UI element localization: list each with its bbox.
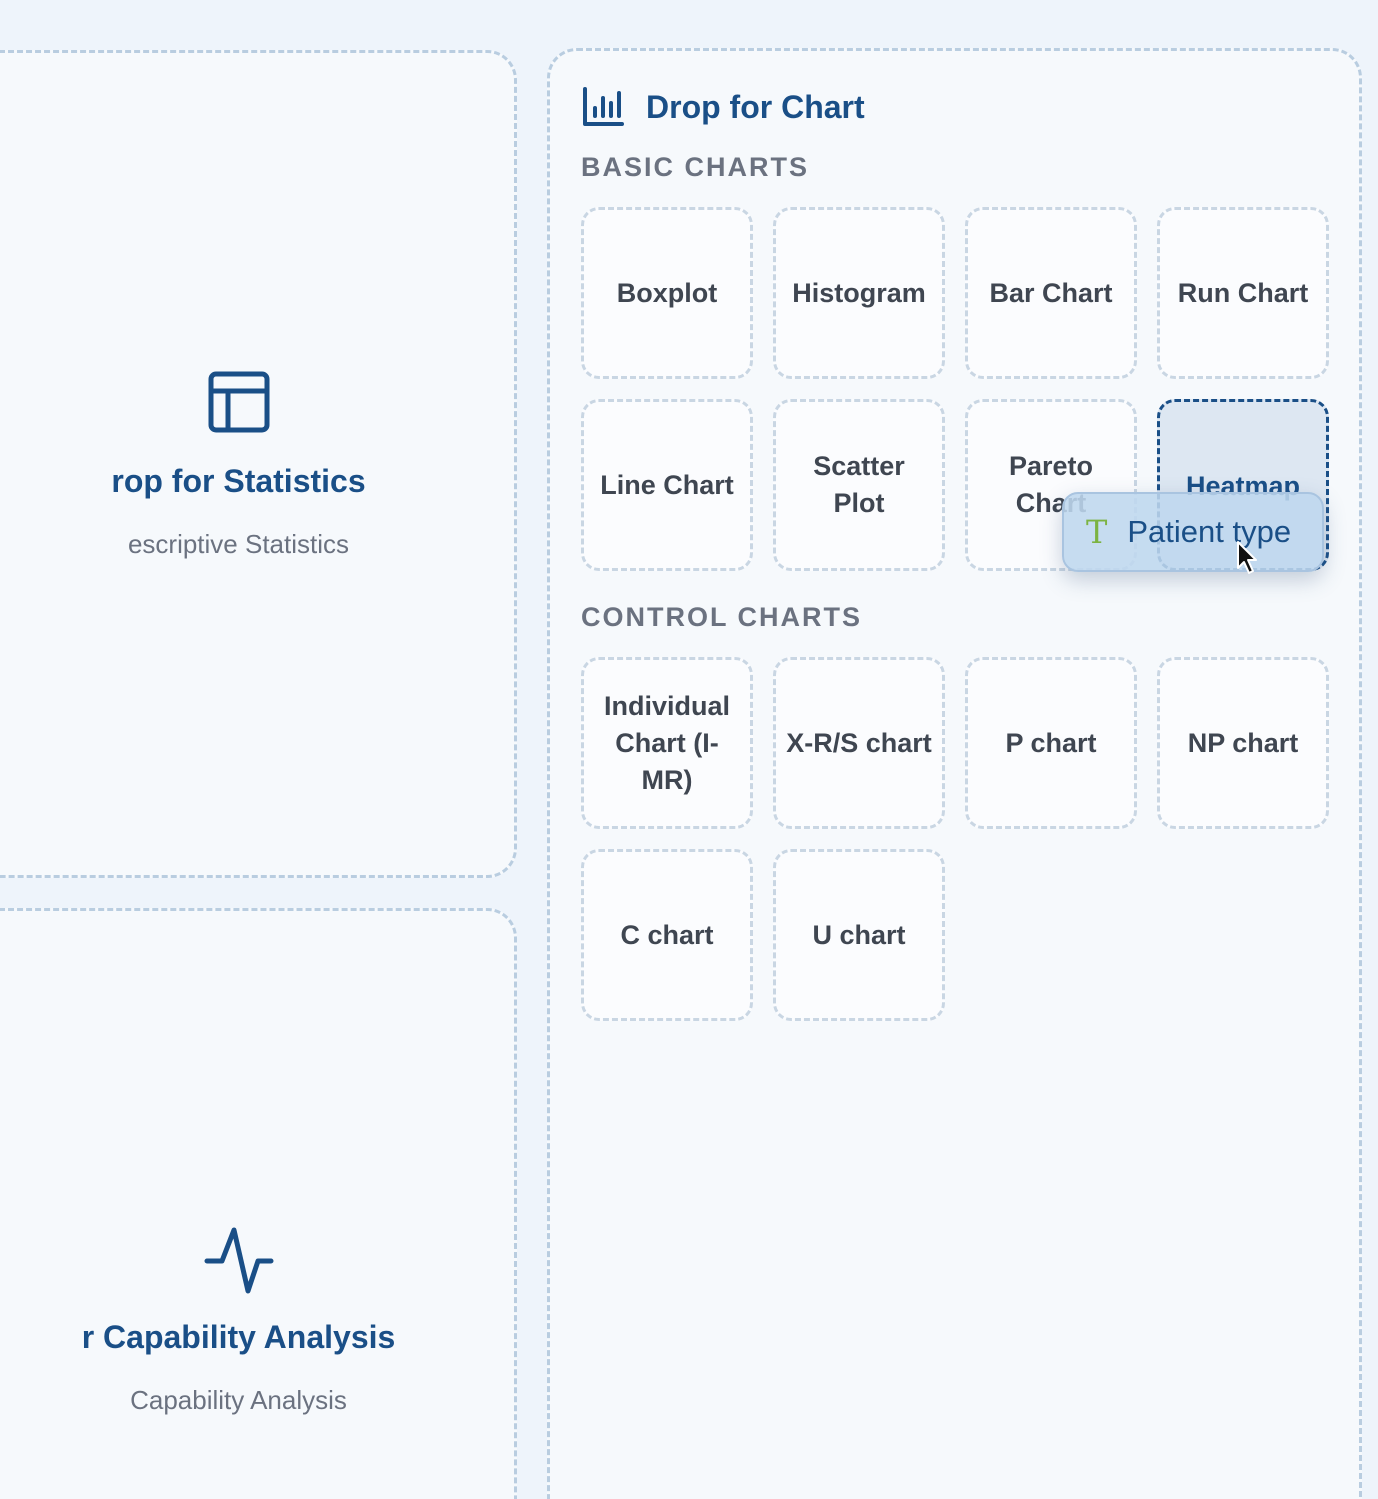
chart-tile-p-chart[interactable]: P chart bbox=[965, 657, 1137, 829]
chart-tile-c-chart[interactable]: C chart bbox=[581, 849, 753, 1021]
chart-tile-run-chart[interactable]: Run Chart bbox=[1157, 207, 1329, 379]
chart-tile-histogram[interactable]: Histogram bbox=[773, 207, 945, 379]
chart-zone-header: Drop for Chart bbox=[582, 87, 865, 127]
table-icon bbox=[208, 371, 269, 433]
chart-tile-np-chart[interactable]: NP chart bbox=[1157, 657, 1329, 829]
chart-tile-bar-chart[interactable]: Bar Chart bbox=[965, 207, 1137, 379]
chart-tile-line-chart[interactable]: Line Chart bbox=[581, 399, 753, 571]
text-type-icon: T bbox=[1086, 513, 1108, 551]
chart-drop-zone[interactable]: Drop for Chart BASIC CHARTS Boxplot Hist… bbox=[547, 48, 1362, 1499]
control-charts-label: CONTROL CHARTS bbox=[581, 602, 862, 632]
chart-tile-u-chart[interactable]: U chart bbox=[773, 849, 945, 1021]
capability-drop-zone[interactable]: r Capability Analysis Capability Analysi… bbox=[0, 908, 517, 1499]
chart-tile-boxplot[interactable]: Boxplot bbox=[581, 207, 753, 379]
control-charts-grid: Individual Chart (I-MR) X-R/S chart P ch… bbox=[581, 657, 1329, 1021]
chart-tile-individual-chart[interactable]: Individual Chart (I-MR) bbox=[581, 657, 753, 829]
capability-zone-title: r Capability Analysis bbox=[81, 1319, 396, 1355]
dragged-field-label: Patient type bbox=[1127, 514, 1292, 549]
bar-chart-icon bbox=[583, 87, 624, 126]
statistics-zone-content: rop for Statistics escriptive Statistics bbox=[0, 371, 514, 561]
dragged-field-chip[interactable]: T Patient type bbox=[1062, 492, 1324, 572]
activity-icon bbox=[204, 1227, 273, 1294]
capability-zone-subtitle: Capability Analysis bbox=[130, 1385, 347, 1415]
chart-tile-pareto-chart[interactable]: Pareto Chart bbox=[965, 399, 1137, 571]
chart-tile-scatter-plot[interactable]: Scatter Plot bbox=[773, 399, 945, 571]
chart-tile-xrs-chart[interactable]: X-R/S chart bbox=[773, 657, 945, 829]
chart-zone-title: Drop for Chart bbox=[646, 89, 865, 125]
statistics-zone-title: rop for Statistics bbox=[111, 463, 366, 499]
statistics-drop-zone[interactable]: rop for Statistics escriptive Statistics bbox=[0, 50, 517, 878]
basic-charts-label: BASIC CHARTS bbox=[581, 152, 810, 182]
capability-zone-content: r Capability Analysis Capability Analysi… bbox=[0, 1227, 514, 1417]
statistics-zone-subtitle: escriptive Statistics bbox=[127, 529, 350, 559]
mouse-cursor-icon bbox=[1237, 541, 1257, 574]
basic-charts-grid: Boxplot Histogram Bar Chart Run Chart Li… bbox=[581, 207, 1329, 571]
